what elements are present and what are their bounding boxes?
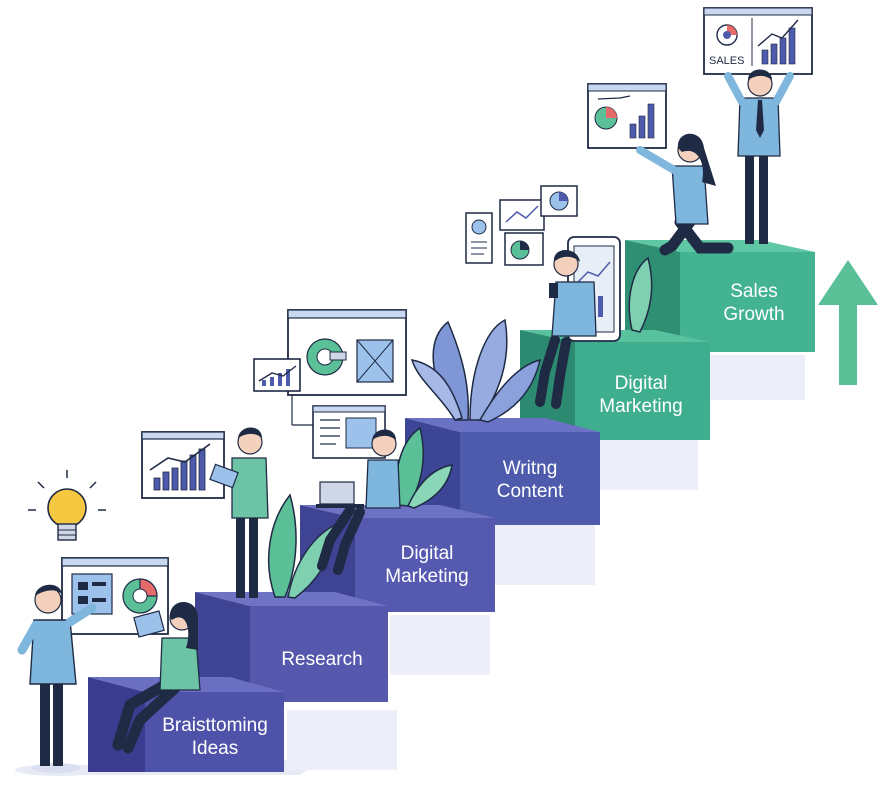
step-4-line-1: Writng	[502, 458, 558, 479]
person-research	[209, 427, 269, 598]
analytics-board	[587, 83, 667, 149]
step-3-line-1: Digital	[400, 543, 454, 564]
brainstorm-board	[61, 557, 169, 635]
step-6-label: Sales Growth	[700, 280, 808, 326]
step-1-line-2: Ideas	[191, 738, 239, 759]
step-2-label: Research	[258, 648, 386, 671]
step-5-line-1: Digital	[614, 373, 668, 394]
person-phone	[535, 250, 597, 409]
step-5-label: Digital Marketing	[578, 372, 704, 418]
up-arrow-icon	[818, 260, 878, 385]
plant-blue	[410, 318, 542, 423]
line-chart-icon	[258, 365, 297, 386]
step-4-label: Writng Content	[470, 457, 590, 503]
laptop-icon	[316, 481, 364, 508]
step-1-line-1: Braisttoming	[162, 715, 268, 736]
ground-shadows	[15, 355, 805, 776]
step-5-line-2: Marketing	[599, 396, 683, 417]
pie-chart-icon	[716, 24, 738, 46]
content-cards	[465, 185, 578, 266]
step-4-line-2: Content	[496, 481, 564, 502]
step-3-line-2: Marketing	[385, 566, 469, 587]
person-sales-lead	[724, 69, 794, 244]
pie-chart-icon	[122, 578, 158, 614]
step-6-line-1: Sales	[730, 281, 778, 302]
plant-green-3	[628, 256, 653, 333]
sales-board: SALES	[703, 7, 813, 75]
person-kneeling-woman	[636, 133, 734, 256]
pie-chart-icon	[549, 191, 569, 211]
step-6-line-2: Growth	[723, 304, 785, 325]
pie-chart-icon	[594, 106, 618, 130]
person-laptop	[316, 429, 401, 575]
step-1-label: Braisttoming Ideas	[150, 714, 280, 760]
plant-green-2	[395, 426, 453, 509]
step-2-line-1: Research	[281, 649, 363, 670]
sales-board-label: SALES	[709, 55, 744, 67]
light-bulb-icon	[28, 470, 106, 541]
pie-chart-icon	[306, 338, 344, 376]
person-presenter	[17, 584, 97, 773]
step-3-label: Digital Marketing	[362, 542, 492, 588]
research-chart-card	[141, 431, 225, 499]
person-tablet-woman	[112, 601, 201, 754]
